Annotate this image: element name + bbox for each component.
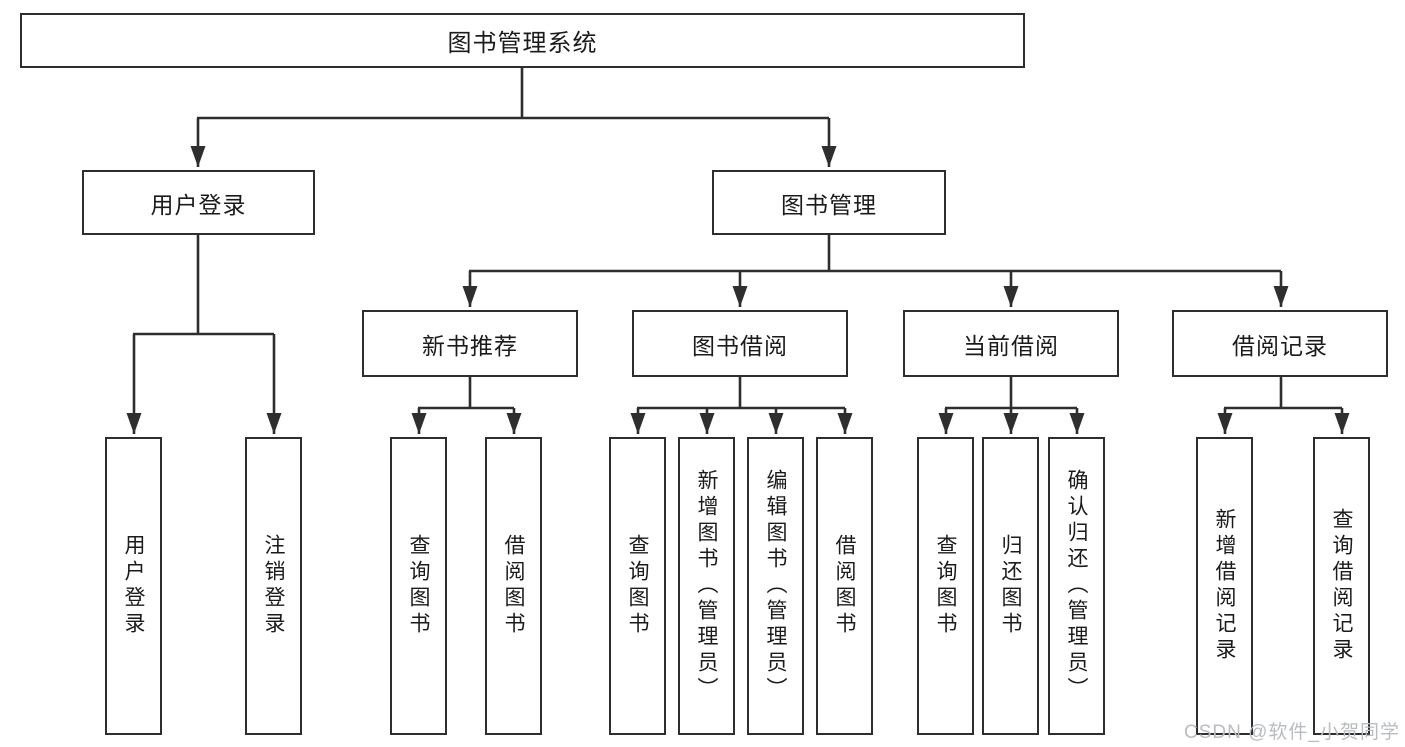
node-return-books: 归还图书 (982, 437, 1039, 735)
node-book-management: 图书管理 (712, 170, 946, 235)
node-borrow-records: 借阅记录 (1172, 310, 1388, 377)
node-borrow-books-recommend: 借阅图书 (485, 437, 542, 735)
node-borrow-books-action: 借阅图书 (816, 437, 873, 735)
node-query-borrow-record: 查询借阅记录 (1313, 437, 1370, 735)
node-query-books-recommend: 查询图书 (390, 437, 447, 735)
node-label: 归还图书 (999, 534, 1022, 638)
node-label: 查询图书 (626, 534, 649, 638)
node-label: 查询图书 (934, 534, 957, 638)
watermark-text: CSDN @软件_小贺同学 (1184, 722, 1400, 743)
node-query-books-current: 查询图书 (917, 437, 974, 735)
node-label: 图书借阅 (692, 332, 788, 359)
node-label: 新增借阅记录 (1213, 508, 1236, 664)
node-add-book-admin: 新增图书（管理员） (678, 437, 735, 735)
node-label: 新书推荐 (422, 332, 518, 359)
node-new-book-recommend: 新书推荐 (362, 310, 578, 377)
node-edit-book-admin: 编辑图书（管理员） (747, 437, 804, 735)
node-label: 用户登录 (122, 534, 145, 638)
node-logout-action: 注销登录 (245, 437, 302, 735)
node-label: 用户登录 (150, 191, 247, 218)
node-label: 确认归还（管理员） (1065, 469, 1088, 703)
node-label: 借阅记录 (1232, 332, 1328, 359)
node-book-borrow: 图书借阅 (632, 310, 848, 377)
node-label: 借阅图书 (502, 534, 525, 638)
node-label: 当前借阅 (963, 332, 1059, 359)
node-label: 查询图书 (407, 534, 430, 638)
node-user-login: 用户登录 (82, 170, 315, 235)
node-current-borrow: 当前借阅 (903, 310, 1119, 377)
node-add-borrow-record: 新增借阅记录 (1196, 437, 1253, 735)
node-label: 注销登录 (262, 534, 285, 638)
node-label: 图书管理系统 (447, 30, 598, 57)
node-label: 图书管理 (781, 191, 877, 218)
node-query-books-borrow: 查询图书 (609, 437, 666, 735)
node-label: 借阅图书 (833, 534, 856, 638)
node-label: 新增图书（管理员） (695, 469, 718, 703)
node-root: 图书管理系统 (20, 13, 1025, 68)
node-label: 编辑图书（管理员） (764, 469, 787, 703)
node-confirm-return-admin: 确认归还（管理员） (1048, 437, 1105, 735)
node-label: 查询借阅记录 (1330, 508, 1353, 664)
node-user-login-action: 用户登录 (105, 437, 162, 735)
